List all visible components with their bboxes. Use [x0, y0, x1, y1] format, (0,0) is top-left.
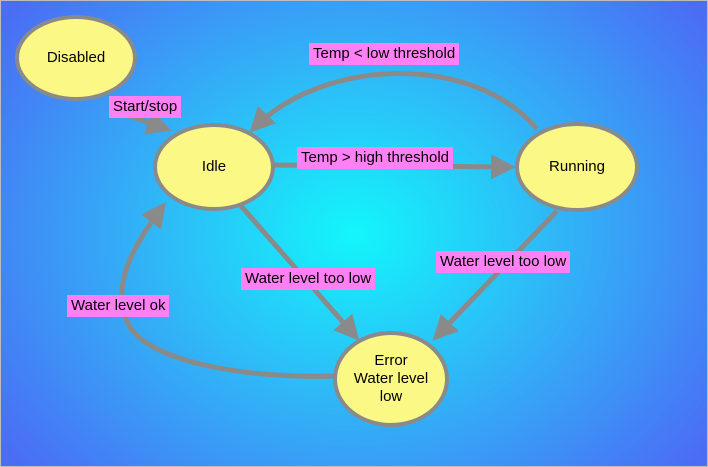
state-disabled-label: Disabled	[46, 49, 106, 66]
state-error-label-line1: Error	[374, 352, 408, 369]
edge-error-to-idle[interactable]	[119, 201, 337, 379]
state-error[interactable]: Error Water level low	[333, 331, 449, 427]
state-error-label-line2: Water level	[353, 370, 429, 387]
state-running-label: Running	[549, 158, 605, 175]
state-idle[interactable]: Idle	[153, 123, 275, 211]
state-error-label-line3: low	[379, 388, 403, 405]
transition-label-water-low-idle: Water level too low	[241, 268, 376, 290]
state-idle-label: Idle	[201, 158, 227, 175]
state-running[interactable]: Running	[515, 122, 639, 212]
transition-label-temp-low: Temp < low threshold	[309, 43, 460, 65]
transition-label-water-ok: Water level ok	[67, 295, 170, 317]
edge-running-to-idle[interactable]	[249, 70, 539, 133]
state-disabled[interactable]: Disabled	[15, 15, 137, 101]
edge-running-to-error[interactable]	[432, 209, 559, 341]
transition-label-start-stop: Start/stop	[109, 96, 182, 118]
transition-label-temp-high: Temp > high threshold	[297, 147, 454, 169]
transition-label-water-low-running: Water level too low	[436, 251, 571, 273]
